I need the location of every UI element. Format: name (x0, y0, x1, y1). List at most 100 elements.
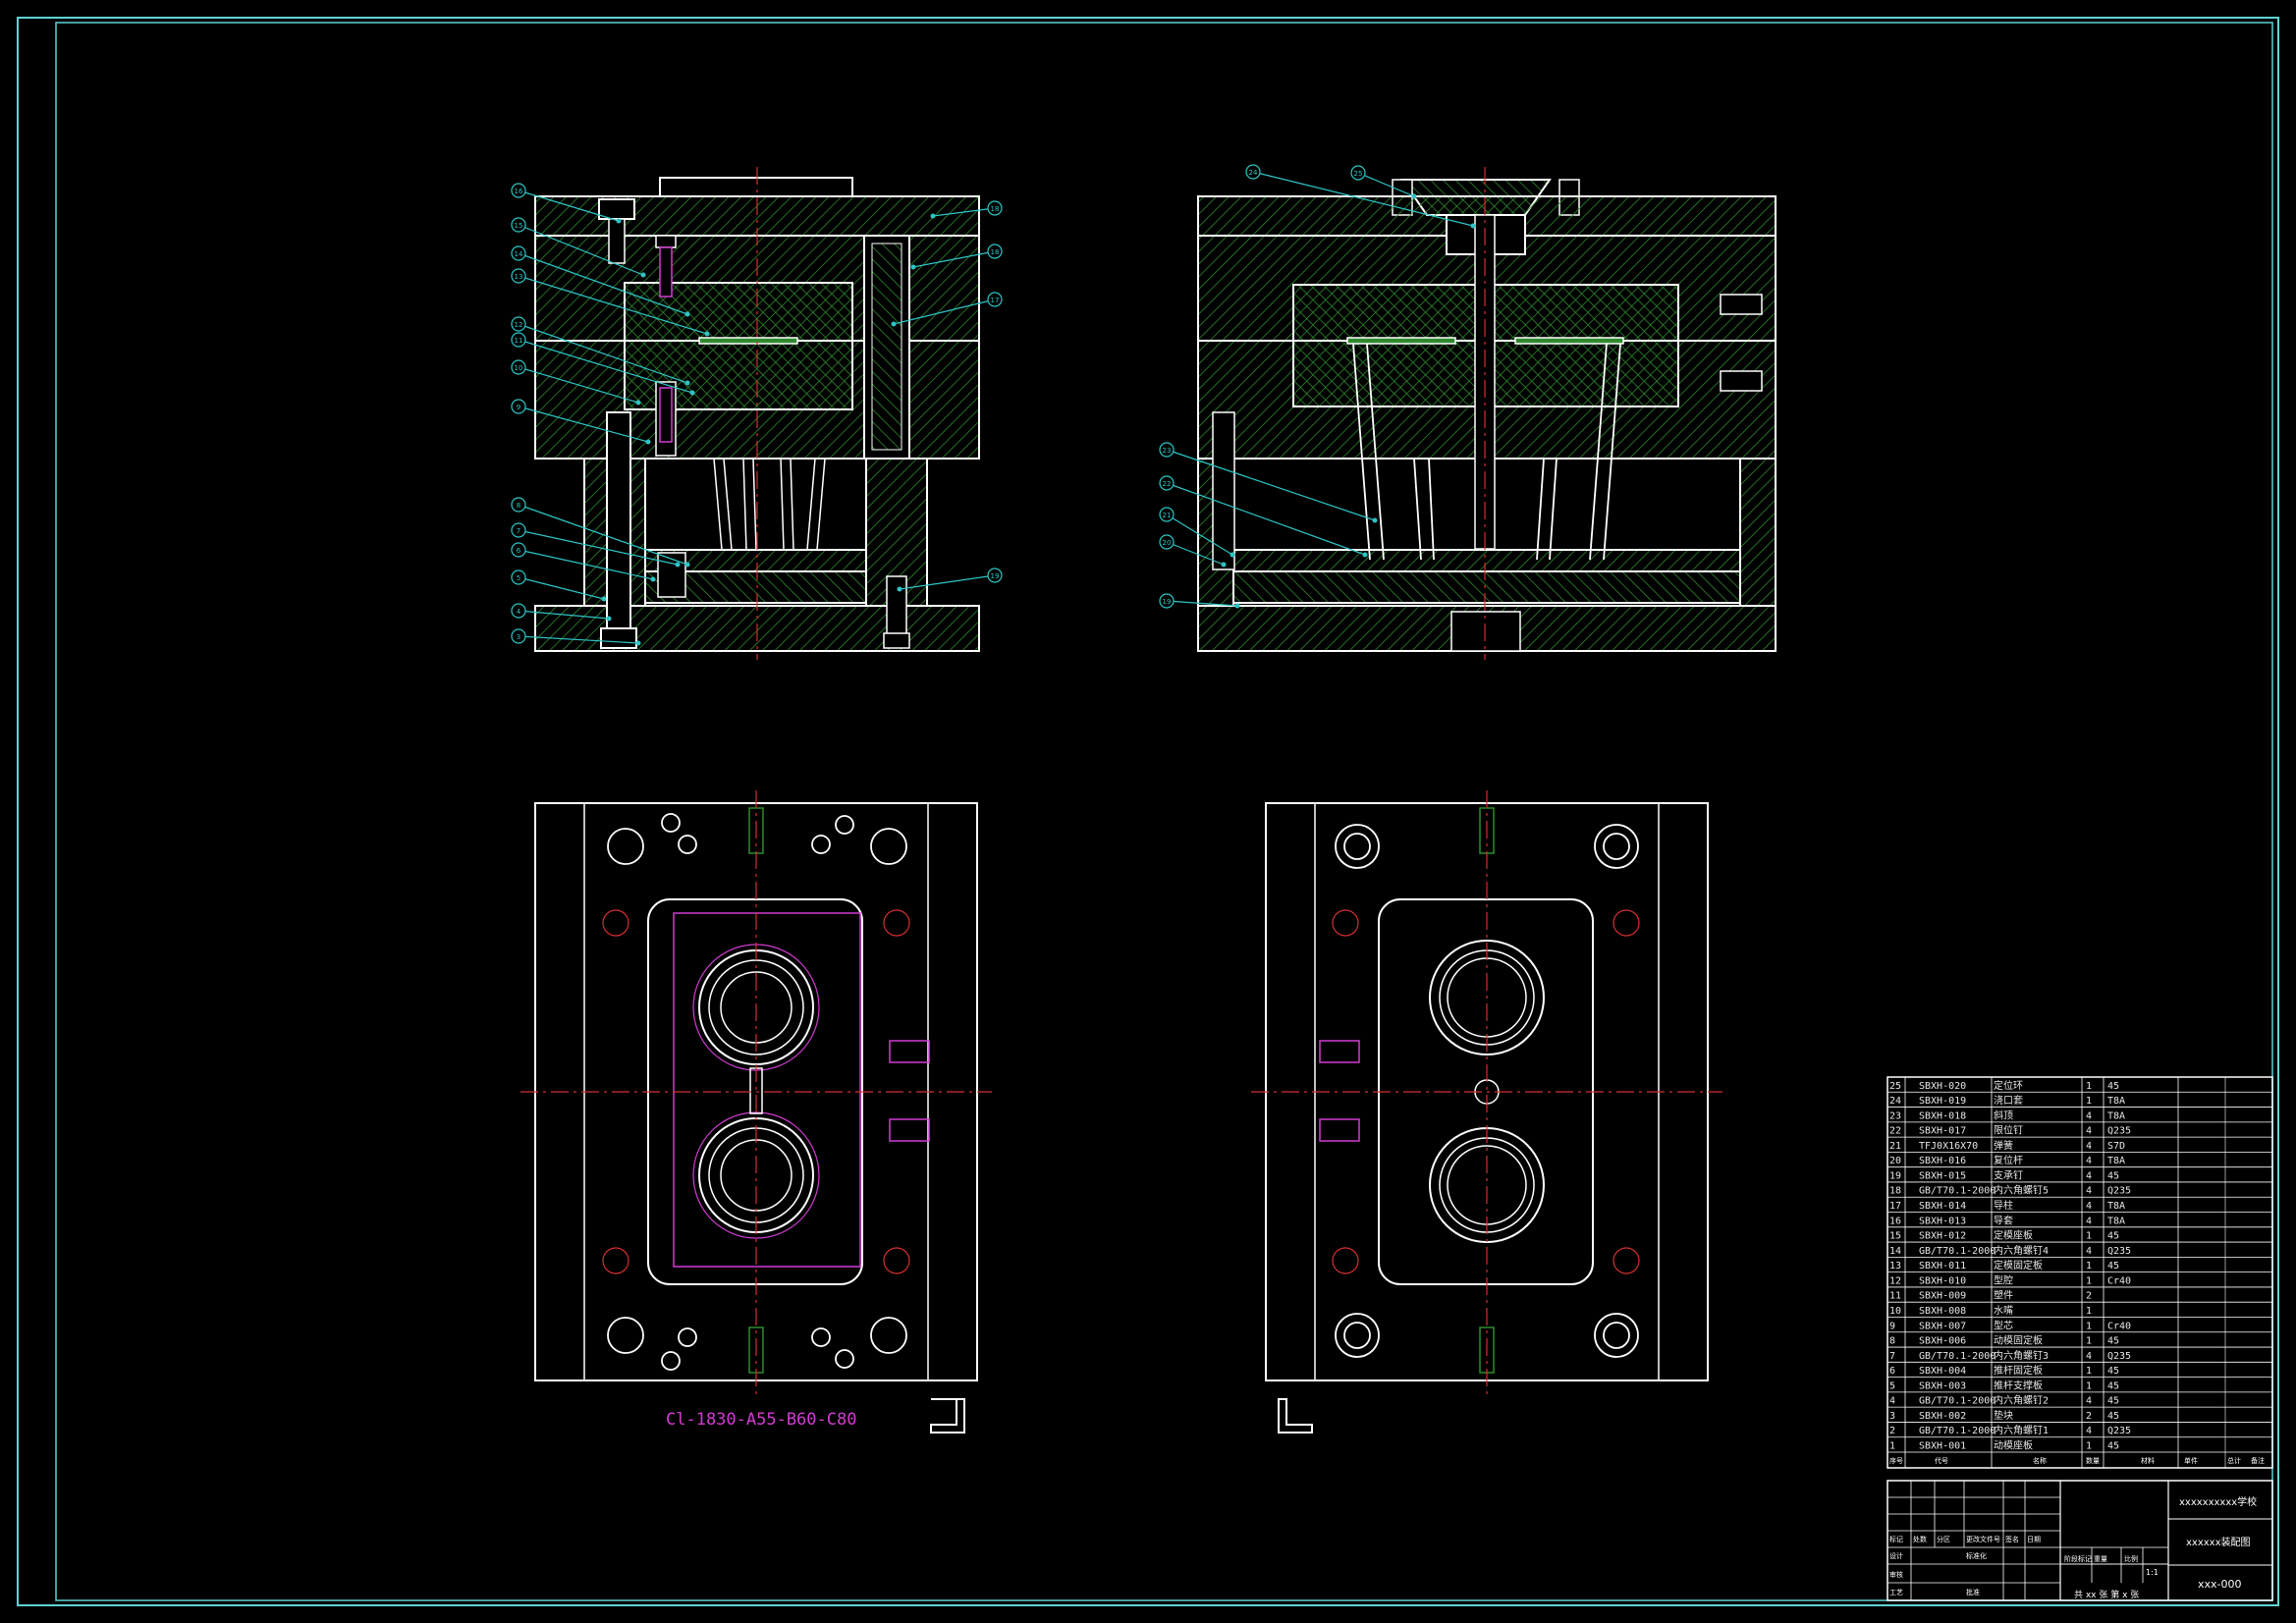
bom-cell: 内六角螺钉3 (1994, 1349, 2049, 1362)
title-block-label: 审核 (1889, 1570, 1903, 1579)
balloon-circle (511, 542, 526, 558)
plan-view-left (520, 790, 992, 1434)
balloon-label: 18 (991, 248, 1000, 256)
bom-cell: SBXH-014 (1919, 1201, 1966, 1212)
balloon-label: 19 (991, 572, 1000, 580)
balloon-label: 7 (517, 527, 520, 535)
bom-cell: 推杆支撑板 (1994, 1379, 2043, 1391)
balloon-circle (511, 497, 526, 513)
balloon-circle (511, 359, 526, 375)
balloon-circle (987, 568, 1003, 583)
balloon-label: 6 (517, 547, 521, 555)
balloon-circle (511, 268, 526, 284)
title-block-label: 阶段标记 (2064, 1554, 2092, 1563)
balloon-circle (511, 603, 526, 619)
bom-cell: 19 (1889, 1170, 1901, 1181)
balloon-label: 13 (515, 273, 523, 281)
bom-cell: 1 (2086, 1096, 2092, 1107)
balloon-circle (511, 316, 526, 332)
balloon-circle (1159, 475, 1175, 491)
bom-cell: 45 (2107, 1231, 2119, 1242)
balloon-circle (511, 332, 526, 348)
mold-designation: Cl-1830-A55-B60-C80 (666, 1410, 856, 1430)
bom-cell: 20 (1889, 1156, 1901, 1166)
bom-cell: 45 (2107, 1411, 2119, 1422)
bom-cell: 1 (2086, 1231, 2092, 1242)
bom-cell: 弹簧 (1994, 1139, 2013, 1152)
bom-cell: 18 (1889, 1186, 1901, 1197)
bom-cell: Cr40 (2107, 1321, 2131, 1331)
balloon-label: 22 (1163, 480, 1172, 488)
bom-cell: Q235 (2107, 1246, 2131, 1257)
balloon-circle (511, 569, 526, 585)
bom-cell: 内六角螺钉4 (1994, 1244, 2049, 1257)
balloon-label: 17 (991, 297, 1000, 304)
title-scale: 1:1 (2146, 1568, 2159, 1577)
title-block-label: 工艺 (1889, 1589, 1903, 1596)
bom-header: 单件 (2184, 1456, 2198, 1465)
bom-cell: Q235 (2107, 1426, 2131, 1436)
balloon-circle (511, 628, 526, 644)
balloon-label: 15 (515, 222, 523, 230)
bom-cell: 4 (2086, 1216, 2092, 1226)
title-block-label: 重量 (2094, 1555, 2107, 1563)
bom-cell: GB/T70.1-2000 (1919, 1351, 1995, 1362)
balloon-circle (987, 292, 1003, 307)
bom-cell: 9 (1889, 1321, 1895, 1331)
bom-cell: T8A (2107, 1156, 2125, 1166)
balloon-label: 8 (517, 502, 520, 510)
bom-cell: SBXH-016 (1919, 1156, 1966, 1166)
bom-cell: 4 (2086, 1141, 2092, 1152)
bom-cell: 支承钉 (1994, 1169, 2023, 1181)
bom-header: 名称 (2033, 1456, 2047, 1465)
bom-cell: 4 (2086, 1126, 2092, 1137)
sheet-border-inner (55, 22, 2273, 1601)
bom-cell: 1 (2086, 1081, 2092, 1092)
bom-cell: 7 (1889, 1351, 1895, 1362)
balloon-circle (1159, 507, 1175, 522)
balloon-label: 21 (1163, 512, 1172, 519)
bom-cell: 4 (2086, 1246, 2092, 1257)
balloon-label: 4 (517, 608, 521, 616)
bom-cell: SBXH-008 (1919, 1306, 1966, 1317)
title-block-label: 标准化 (1966, 1551, 1987, 1560)
title-block-label: 标记 (1889, 1535, 1903, 1543)
bom-cell: 22 (1889, 1126, 1901, 1137)
bom-cell: 45 (2107, 1081, 2119, 1092)
bom-cell: 1 (2086, 1366, 2092, 1377)
title-block-label: 签名 (2005, 1535, 2019, 1543)
bom-cell: 45 (2107, 1396, 2119, 1407)
bom-header: 序号 (1889, 1456, 1903, 1465)
bom-cell: 内六角螺钉1 (1994, 1424, 2049, 1436)
bom-cell: 复位杆 (1994, 1154, 2023, 1166)
bom-cell: SBXH-017 (1919, 1126, 1966, 1137)
bom-cell: 2 (1889, 1426, 1895, 1436)
bom-cell: 5 (1889, 1380, 1895, 1391)
balloon-label: 14 (515, 250, 523, 258)
bom-cell: 水嘴 (1994, 1305, 2013, 1317)
title-block-label: 更改文件号 (1966, 1535, 2000, 1543)
bom-cell: 3 (1889, 1411, 1895, 1422)
bom-cell: 4 (2086, 1396, 2092, 1407)
balloon-circle (511, 522, 526, 538)
bom-cell: 内六角螺钉5 (1994, 1184, 2049, 1197)
bom-cell: 型腔 (1994, 1273, 2013, 1286)
title-block-label: 分区 (1937, 1535, 1950, 1543)
bom-header: 材料 (2141, 1456, 2155, 1465)
bom-cell: SBXH-019 (1919, 1096, 1966, 1107)
bom-cell: SBXH-018 (1919, 1110, 1966, 1121)
bom-cell: SBXH-011 (1919, 1261, 1966, 1271)
balloon-circle (1350, 165, 1366, 181)
bom-cell: 10 (1889, 1306, 1901, 1317)
bom-cell: 4 (2086, 1351, 2092, 1362)
title-school: xxxxxxxxxx学校 (2179, 1495, 2257, 1508)
bom-cell: Q235 (2107, 1186, 2131, 1197)
bom-cell: 11 (1889, 1291, 1901, 1302)
bom-cell: SBXH-002 (1919, 1411, 1966, 1422)
plan-view-right (1251, 790, 1722, 1434)
bom-cell: 4 (2086, 1156, 2092, 1166)
balloon-label: 25 (1354, 170, 1363, 178)
bom-cell: T8A (2107, 1110, 2125, 1121)
balloon-circle (511, 399, 526, 414)
sheet-border-outer (17, 17, 2279, 1606)
